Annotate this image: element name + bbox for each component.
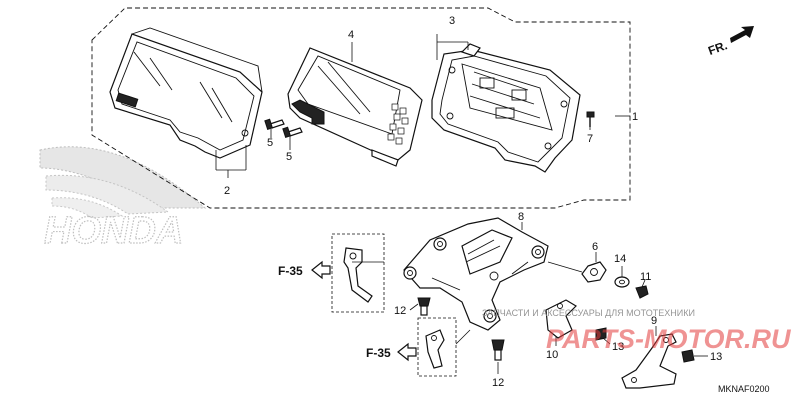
callout-7: 7 [587, 133, 593, 145]
callout-14: 14 [614, 253, 626, 265]
callout-8: 8 [518, 211, 524, 223]
watermark-main: PARTS-MOTOR.RU [546, 324, 792, 354]
grommet-nut-6-icon [581, 261, 607, 283]
callout-5a: 5 [267, 137, 273, 149]
screw-7-icon [586, 111, 595, 127]
ref-arrow-lower-icon [397, 342, 417, 362]
callout-11: 11 [640, 271, 651, 283]
bracket-10 [545, 299, 577, 339]
lcd-meter-unit [287, 47, 423, 167]
callout-10: 10 [546, 349, 558, 361]
bolt-11-icon [635, 285, 649, 299]
callout-5b: 5 [286, 151, 292, 163]
collar-14-icon [614, 276, 630, 288]
callout-9: 9 [651, 315, 657, 327]
honda-wing-logo [39, 146, 207, 219]
callout-13a: 13 [612, 341, 624, 353]
harness-clip-lower [425, 329, 445, 369]
bolt-12b-icon [491, 339, 505, 361]
ref-arrow-upper-icon [311, 260, 331, 280]
callout-2: 2 [224, 185, 230, 197]
callout-4: 4 [348, 29, 354, 41]
honda-logo-text: HONDA [44, 210, 183, 252]
ref-box-lower [417, 317, 457, 377]
screw-5b-icon [282, 126, 303, 139]
bracket-9 [621, 333, 677, 389]
callout-12b: 12 [492, 377, 504, 389]
bolt-12a-icon [417, 297, 431, 316]
diagram-code: MKNAF0200 [718, 384, 770, 394]
watermark-subtitle: ЗАПЧАСТИ И АКСЕССУАРЫ ДЛЯ МОТОТЕХНИКИ [482, 308, 695, 318]
bolt-13a-icon [595, 327, 607, 341]
callout-6: 6 [592, 241, 598, 253]
callout-12a: 12 [394, 305, 406, 317]
meter-stay-bracket [403, 217, 549, 331]
meter-lens-cover [109, 27, 263, 159]
reference-label-upper: F-35 [278, 264, 303, 278]
callout-13b: 13 [710, 351, 722, 363]
callout-3: 3 [449, 15, 455, 27]
meter-case [431, 43, 581, 173]
screw-5a-icon [264, 118, 285, 131]
ref-box-upper [331, 233, 385, 313]
assembly-1-frame [91, 7, 631, 209]
bolt-13b-icon [681, 349, 695, 363]
reference-label-lower: F-35 [366, 346, 391, 360]
front-direction-label: FR. [706, 38, 729, 58]
callout-1: 1 [632, 111, 638, 123]
harness-clip-upper [343, 247, 373, 303]
